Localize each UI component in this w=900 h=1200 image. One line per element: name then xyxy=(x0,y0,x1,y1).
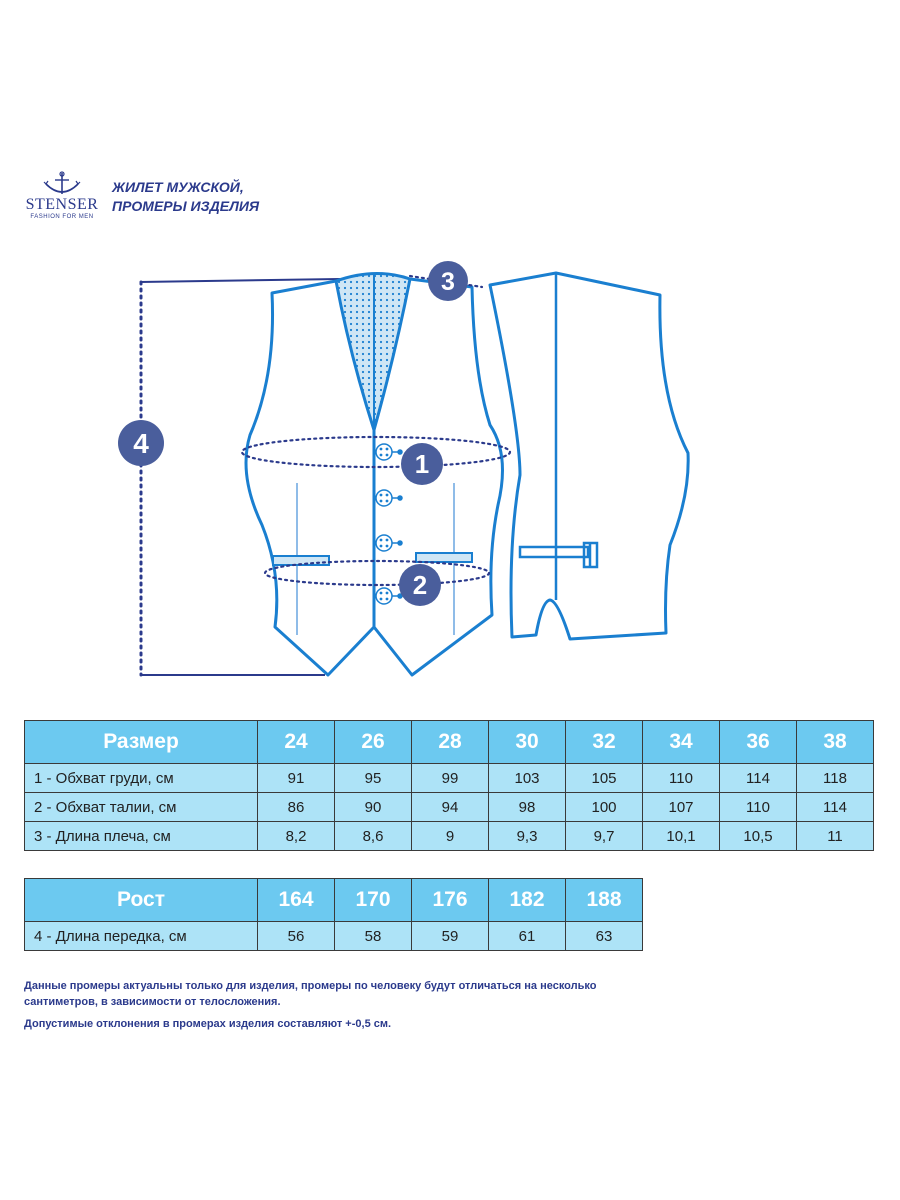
table-cell: 103 xyxy=(488,763,566,793)
table-cell: 110 xyxy=(719,792,797,822)
marker-4: 4 xyxy=(118,420,164,466)
brand-name: STENSER xyxy=(25,196,99,213)
table-cell: 118 xyxy=(796,763,874,793)
svg-text:2: 2 xyxy=(413,570,427,600)
header-cell: 30 xyxy=(488,720,566,764)
right-pocket xyxy=(415,552,473,563)
table-cell: 59 xyxy=(411,921,489,951)
header-cell: 36 xyxy=(719,720,797,764)
marker-2: 2 xyxy=(399,564,441,606)
note-tolerance: Допустимые отклонения в промерах изделия… xyxy=(24,1018,392,1030)
table-cell: 56 xyxy=(257,921,335,951)
table-cell: 63 xyxy=(565,921,643,951)
anchor-icon xyxy=(43,171,81,194)
header-label: Рост xyxy=(24,878,258,922)
vest-back-outline xyxy=(488,271,690,641)
table-cell: 9,7 xyxy=(565,821,643,851)
table-cell: 94 xyxy=(411,792,489,822)
svg-text:3: 3 xyxy=(441,268,455,296)
page-title-line2: ПРОМЕРЫ ИЗДЕЛИЯ xyxy=(112,198,260,214)
note-measurements: Данные промеры актуальны только для изде… xyxy=(24,980,597,1008)
table-cell: 11 xyxy=(796,821,874,851)
table-cell: 58 xyxy=(334,921,412,951)
back-belt xyxy=(518,541,599,569)
table-cell: 9,3 xyxy=(488,821,566,851)
svg-text:1: 1 xyxy=(415,449,429,479)
header-cell: 32 xyxy=(565,720,643,764)
row-label: 3 - Длина плеча, см xyxy=(24,821,258,851)
vest-front-outline xyxy=(244,271,504,677)
table-cell: 8,2 xyxy=(257,821,335,851)
table-cell: 114 xyxy=(719,763,797,793)
table-cell: 9 xyxy=(411,821,489,851)
vest-diagram: 1 2 3 4 xyxy=(118,261,690,677)
header-label: Размер xyxy=(24,720,258,764)
svg-text:4: 4 xyxy=(133,428,149,459)
row-label: 4 - Длина передка, см xyxy=(24,921,258,951)
marker-1: 1 xyxy=(401,443,443,485)
row-label: 1 - Обхват груди, см xyxy=(24,763,258,793)
notes: Данные промеры актуальны только для изде… xyxy=(24,978,644,1038)
header-cell: 188 xyxy=(565,878,643,922)
header-cell: 24 xyxy=(257,720,335,764)
table-cell: 114 xyxy=(796,792,874,822)
table-cell: 10,1 xyxy=(642,821,720,851)
header-cell: 38 xyxy=(796,720,874,764)
waist-measure-ellipse xyxy=(263,559,491,587)
brand-logo: STENSER FASHION FOR MEN xyxy=(22,170,102,230)
header-cell: 182 xyxy=(488,878,566,922)
table-cell: 8,6 xyxy=(334,821,412,851)
header-cell: 176 xyxy=(411,878,489,922)
table-cell: 86 xyxy=(257,792,335,822)
table-cell: 105 xyxy=(565,763,643,793)
row-label: 2 - Обхват талии, см xyxy=(24,792,258,822)
header-cell: 170 xyxy=(334,878,412,922)
front-length-measure xyxy=(139,278,341,677)
page-title: ЖИЛЕТ МУЖСКОЙ, ПРОМЕРЫ ИЗДЕЛИЯ xyxy=(112,178,259,216)
header-cell: 164 xyxy=(257,878,335,922)
table-cell: 95 xyxy=(334,763,412,793)
table-cell: 99 xyxy=(411,763,489,793)
chest-measure-ellipse xyxy=(240,435,512,469)
header-cell: 26 xyxy=(334,720,412,764)
header-cell: 28 xyxy=(411,720,489,764)
marker-3: 3 xyxy=(428,261,468,301)
brand-tagline: FASHION FOR MEN xyxy=(30,214,94,220)
header-cell: 34 xyxy=(642,720,720,764)
table-cell: 61 xyxy=(488,921,566,951)
page-title-line1: ЖИЛЕТ МУЖСКОЙ, xyxy=(112,179,244,195)
table-cell: 107 xyxy=(642,792,720,822)
table-cell: 100 xyxy=(565,792,643,822)
table-cell: 10,5 xyxy=(719,821,797,851)
table-cell: 91 xyxy=(257,763,335,793)
table-cell: 98 xyxy=(488,792,566,822)
table-cell: 110 xyxy=(642,763,720,793)
table-cell: 90 xyxy=(334,792,412,822)
